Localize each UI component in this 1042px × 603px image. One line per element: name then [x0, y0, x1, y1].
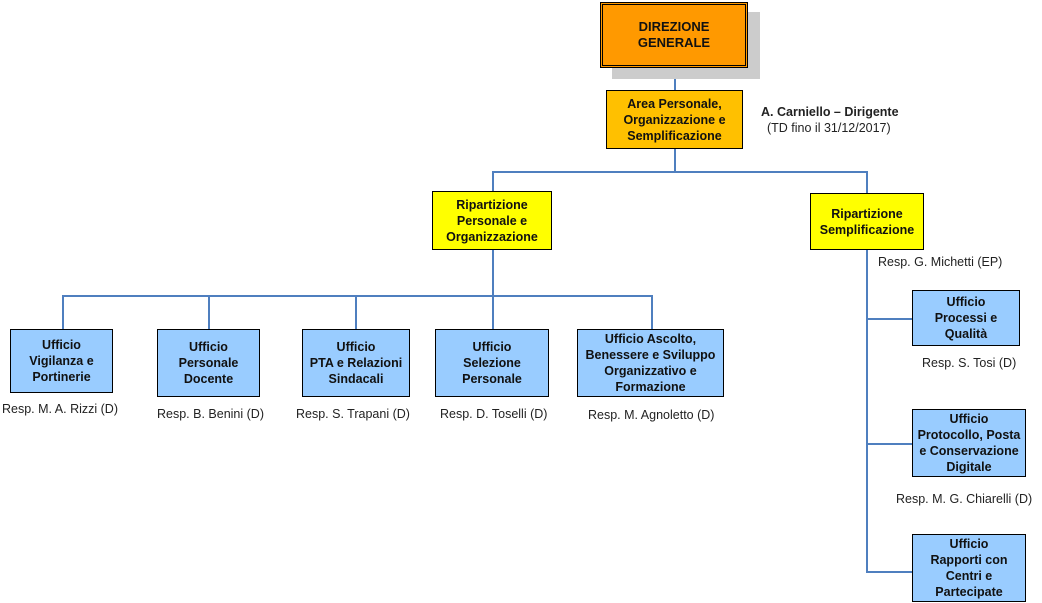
ufficio-vigilanza-resp: Resp. M. A. Rizzi (D) — [2, 402, 118, 416]
connector — [492, 171, 494, 191]
connector — [866, 250, 868, 572]
connector — [208, 295, 210, 329]
connector — [674, 148, 676, 171]
area-personale-box[interactable]: Area Personale, Organizzazione e Semplif… — [606, 90, 743, 149]
ufficio-personale-docente-box[interactable]: Ufficio Personale Docente — [157, 329, 260, 397]
ufficio-ascolto-box[interactable]: Ufficio Ascolto, Benessere e Sviluppo Or… — [577, 329, 724, 397]
connector — [866, 571, 912, 573]
ripartizione-semplificazione-box[interactable]: Ripartizione Semplificazione — [810, 193, 924, 250]
direzione-generale-box[interactable]: DIREZIONE GENERALE — [600, 2, 748, 68]
connector — [866, 318, 912, 320]
ufficio-ascolto-resp: Resp. M. Agnoletto (D) — [588, 408, 715, 422]
ufficio-protocollo-resp: Resp. M. G. Chiarelli (D) — [896, 492, 1033, 506]
connector — [492, 171, 866, 173]
ripartizione-personale-box[interactable]: Ripartizione Personale e Organizzazione — [432, 191, 552, 250]
connector — [492, 250, 494, 329]
ufficio-protocollo-box[interactable]: Ufficio Protocollo, Posta e Conservazion… — [912, 409, 1026, 477]
ufficio-rapporti-box[interactable]: Ufficio Rapporti con Centri e Partecipat… — [912, 534, 1026, 602]
ufficio-personale-docente-resp: Resp. B. Benini (D) — [157, 407, 264, 421]
connector — [651, 295, 653, 329]
ufficio-processi-box[interactable]: Ufficio Processi e Qualità — [912, 290, 1020, 346]
ufficio-selezione-box[interactable]: Ufficio Selezione Personale — [435, 329, 549, 397]
connector — [355, 295, 357, 329]
connector — [866, 171, 868, 193]
connector — [866, 443, 912, 445]
area-head-name: A. Carniello – Dirigente — [761, 105, 899, 119]
ripartizione-semplificazione-resp: Resp. G. Michetti (EP) — [878, 255, 1003, 269]
area-head-note: (TD fino il 31/12/2017) — [767, 121, 891, 135]
ufficio-processi-resp: Resp. S. Tosi (D) — [922, 356, 1017, 370]
ufficio-selezione-resp: Resp. D. Toselli (D) — [440, 407, 548, 421]
ufficio-pta-resp: Resp. S. Trapani (D) — [296, 407, 410, 421]
ufficio-pta-box[interactable]: Ufficio PTA e Relazioni Sindacali — [302, 329, 410, 397]
connector — [62, 295, 64, 329]
connector — [62, 295, 651, 297]
connector — [674, 68, 676, 90]
ufficio-vigilanza-box[interactable]: Ufficio Vigilanza e Portinerie — [10, 329, 113, 393]
